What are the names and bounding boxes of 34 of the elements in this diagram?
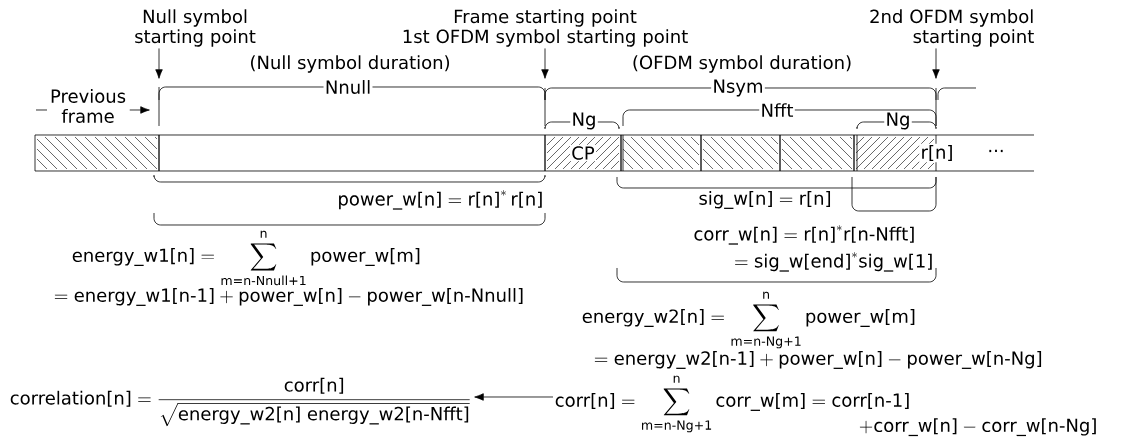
formula: $= \text{energy\_w1[n-1]} + \text{power\_w[n]} - \text{power\_w[n-Nnull]}$ (54, 288, 523, 306)
signal-segment (700, 134, 781, 172)
arrow (541, 48, 549, 79)
arrow (155, 48, 163, 79)
formula: $\text{sig\_w[n]} = \text{r[n]}$ (699, 191, 830, 209)
formula: $= \text{energy\_w2[n-1]} + \text{power\_w[n]} - \text{power\_w[n-Ng]}$ (594, 351, 1042, 369)
ellipsis: ... (989, 149, 1003, 153)
duration-label: (Null symbol duration) (251, 55, 450, 73)
formula: $\text{corr\_w[n]} = \text{r[n]}^{*}\text{r[n-Nfft]}$ (694, 225, 914, 245)
signal-label: r[n] (919, 143, 955, 163)
arrow (932, 48, 940, 79)
arrow (129, 106, 150, 114)
signal-segment (779, 134, 855, 172)
dimension-label: Ng (884, 111, 912, 131)
annotation-text: Previous frame (51, 89, 126, 123)
formula: $\text{power\_w[n]} = \text{r[n]}^{*}\,\text{r[n]}$ (339, 190, 542, 210)
formula: $\text{energy\_w1[n]} = \sum_{\text{m=n-Nnull+1}}^{\text{n}} \text{power\_w[m]}$ (72, 230, 420, 286)
arrow (474, 393, 554, 401)
formula: $\text{energy\_w2[n]} = \sum_{\text{m=n-Ng+1}}^{\text{n}} \text{power\_w[m]}$ (582, 291, 915, 349)
formula: $\text{corr[n]} = \sum_{\text{m=n-Ng+1}}^{\text{n}} \text{corr\_w[m]} = \text{corr[n-1]}$ $+\text{corr\_w[n]} - \text{corr\_w[n-Ng]}$ (555, 375, 1096, 437)
dimension-label: Nnull (323, 78, 373, 96)
signal-segment (158, 134, 546, 172)
dimension-label: Ng (570, 111, 598, 131)
annotation-text: 2nd OFDM symbol starting point (870, 9, 1034, 47)
duration-label: (OFDM symbol duration) (633, 55, 851, 73)
cp-segment: CP (544, 134, 622, 172)
annotation-text: Null symbol starting point (135, 9, 256, 47)
annotation-text: Frame starting point 1st OFDM symbol starting point (403, 9, 688, 47)
formula: $\text{correlation[n]} = \frac{\text{corr[n]}}{\sqrt{\text{energy\_w2[n] energy\_w2[n-Nfft]}}}$ (10, 377, 470, 427)
dimension-label: Nsym (711, 78, 765, 98)
signal-segment (620, 134, 702, 172)
formula: $= \text{sig\_w[end]}^{*}\text{sig\_w[1]}$ (735, 252, 932, 272)
signal-segment (34, 134, 160, 172)
dimension-label: Nfft (759, 101, 795, 119)
